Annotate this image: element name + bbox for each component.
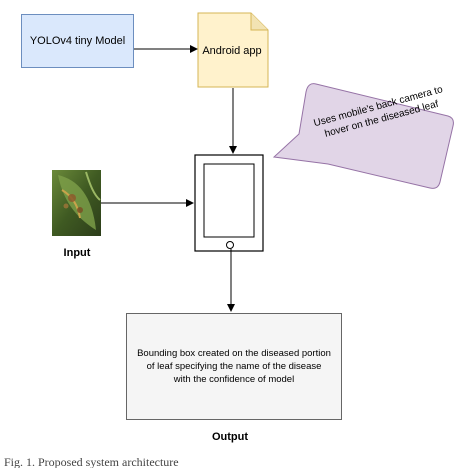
callout-shape xyxy=(272,83,454,189)
figure-caption: Fig. 1. Proposed system architecture xyxy=(4,456,179,468)
leaf-image xyxy=(52,170,101,236)
yolo-model-label: YOLOv4 tiny Model xyxy=(29,35,126,47)
device-screen xyxy=(203,163,255,238)
android-app-node xyxy=(197,12,269,88)
output-description: Bounding box created on the diseased por… xyxy=(137,348,331,385)
output-label: Output xyxy=(211,431,249,443)
input-label: Input xyxy=(63,247,91,259)
yolo-model-node: YOLOv4 tiny Model xyxy=(21,14,134,68)
device-home-button xyxy=(226,241,234,249)
document-fold xyxy=(250,13,268,31)
android-app-label: Android app xyxy=(202,45,262,57)
output-node: Bounding box created on the diseased por… xyxy=(126,313,342,420)
